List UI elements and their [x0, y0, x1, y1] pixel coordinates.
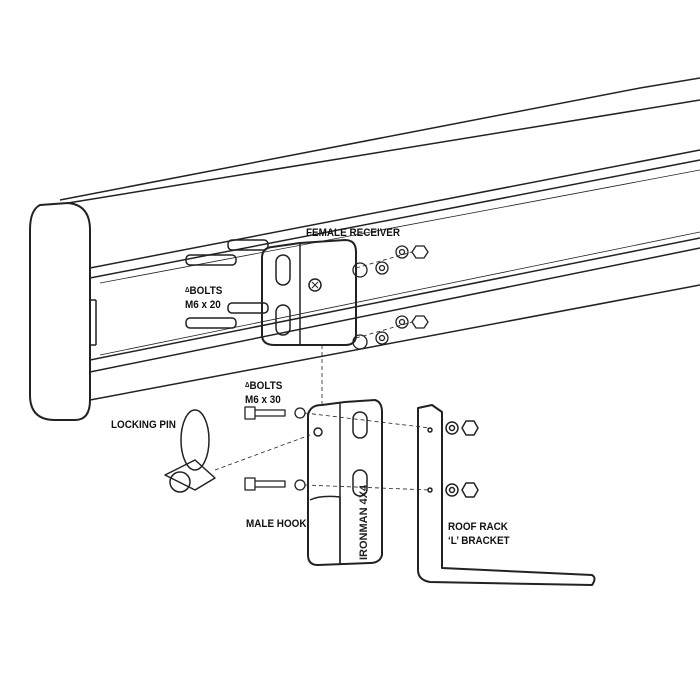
receiver-washers-nuts: [321, 245, 429, 405]
short-bolts: [185, 239, 269, 329]
bolts-m6x30-label: ΔBOLTS M6 x 30: [245, 379, 282, 407]
female-receiver-label: FEMALE RECEIVER: [306, 227, 401, 239]
delta-marker: Δ: [185, 287, 190, 294]
bolts-label-line2: M6 x 20: [185, 299, 221, 311]
male-hook: IRONMAN 4X4: [307, 399, 383, 566]
bracket-label-line1: ROOF RACK: [448, 521, 508, 533]
bolts-m6x20-label: ΔBOLTS M6 x 20: [185, 284, 222, 312]
bolts-label-line1: BOLTS: [189, 285, 223, 297]
locking-pin: [164, 409, 311, 493]
locking-pin-label: LOCKING PIN: [111, 419, 176, 431]
roof-rack-bracket-label: ROOF RACK ‘L’ BRACKET: [448, 520, 510, 548]
long-bolts: [244, 406, 431, 491]
female-receiver: [261, 239, 357, 346]
ironman-logo: IRONMAN 4X4: [358, 484, 370, 560]
delta-marker: Δ: [245, 382, 250, 389]
l-bracket: [417, 404, 596, 586]
roof-rack-rail: [29, 77, 700, 421]
bolts-label-line1: BOLTS: [249, 380, 283, 392]
male-hook-label: MALE HOOK: [246, 518, 307, 530]
bolts-label-line2: M6 x 30: [245, 394, 281, 406]
bracket-label-line2: ‘L’ BRACKET: [448, 535, 510, 547]
